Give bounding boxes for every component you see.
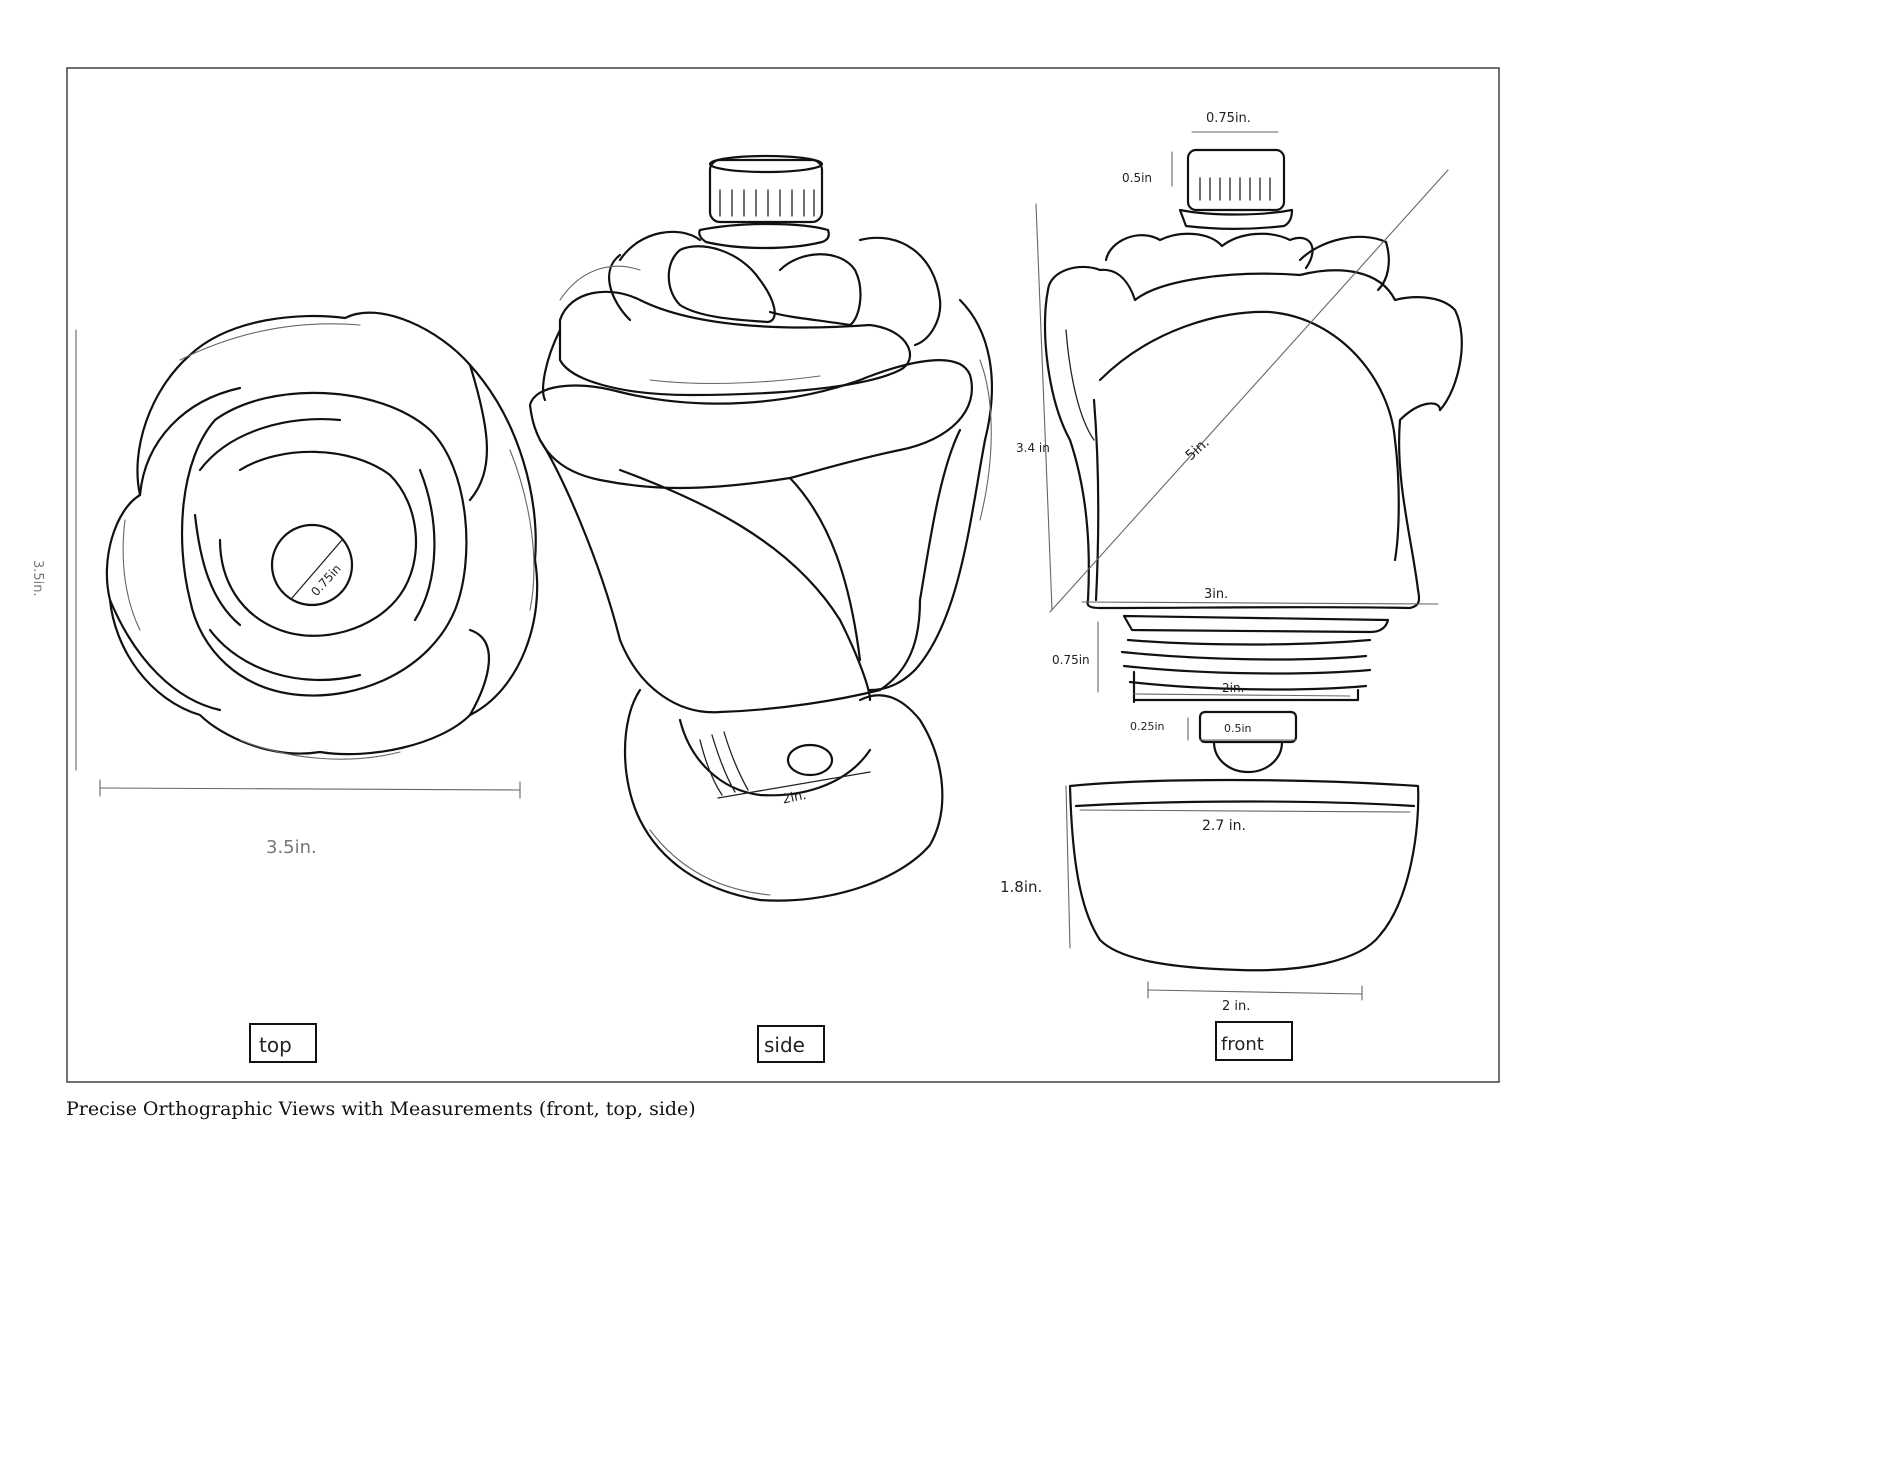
label-front: front [1221, 1034, 1264, 1055]
label-side: side [764, 1033, 805, 1057]
figure-caption: Precise Orthographic Views with Measurem… [66, 1098, 696, 1120]
top-center-dim: 0.75in [308, 562, 344, 599]
front-body-height-dim: 3.4 in [1016, 441, 1050, 455]
front-body-width-dim: 3in. [1204, 587, 1228, 602]
label-side-box: side [757, 1025, 825, 1063]
front-cap-height-dim: 0.5in [1122, 171, 1152, 185]
front-base-width-dim: 2.7 in. [1202, 818, 1246, 834]
top-view-drawing [75, 311, 539, 799]
front-thread-height-dim: 0.75in [1052, 653, 1090, 667]
front-thread-width-dim: 2in. [1222, 681, 1244, 695]
top-height-dim: 3.5in. [30, 560, 45, 597]
drawing-frame [66, 67, 1500, 1083]
front-tip-height-dim: 0.25in [1130, 720, 1165, 733]
label-top-box: top [249, 1023, 317, 1063]
front-tip-width-dim: 0.5in [1224, 722, 1252, 735]
label-top: top [259, 1033, 292, 1057]
label-front-box: front [1215, 1021, 1293, 1061]
side-base-dim: 2in. [781, 788, 808, 808]
sketch-sheet: 0.75in 3.5in. 3.5in. [30, 67, 1500, 1083]
front-view-drawing [1035, 131, 1463, 1001]
top-width-dim: 3.5in. [266, 837, 317, 858]
front-base-bottom-dim: 2 in. [1222, 999, 1250, 1014]
front-cap-width-dim: 0.75in. [1206, 111, 1251, 126]
side-view-drawing [528, 154, 993, 902]
front-base-height-dim: 1.8in. [1000, 878, 1042, 896]
